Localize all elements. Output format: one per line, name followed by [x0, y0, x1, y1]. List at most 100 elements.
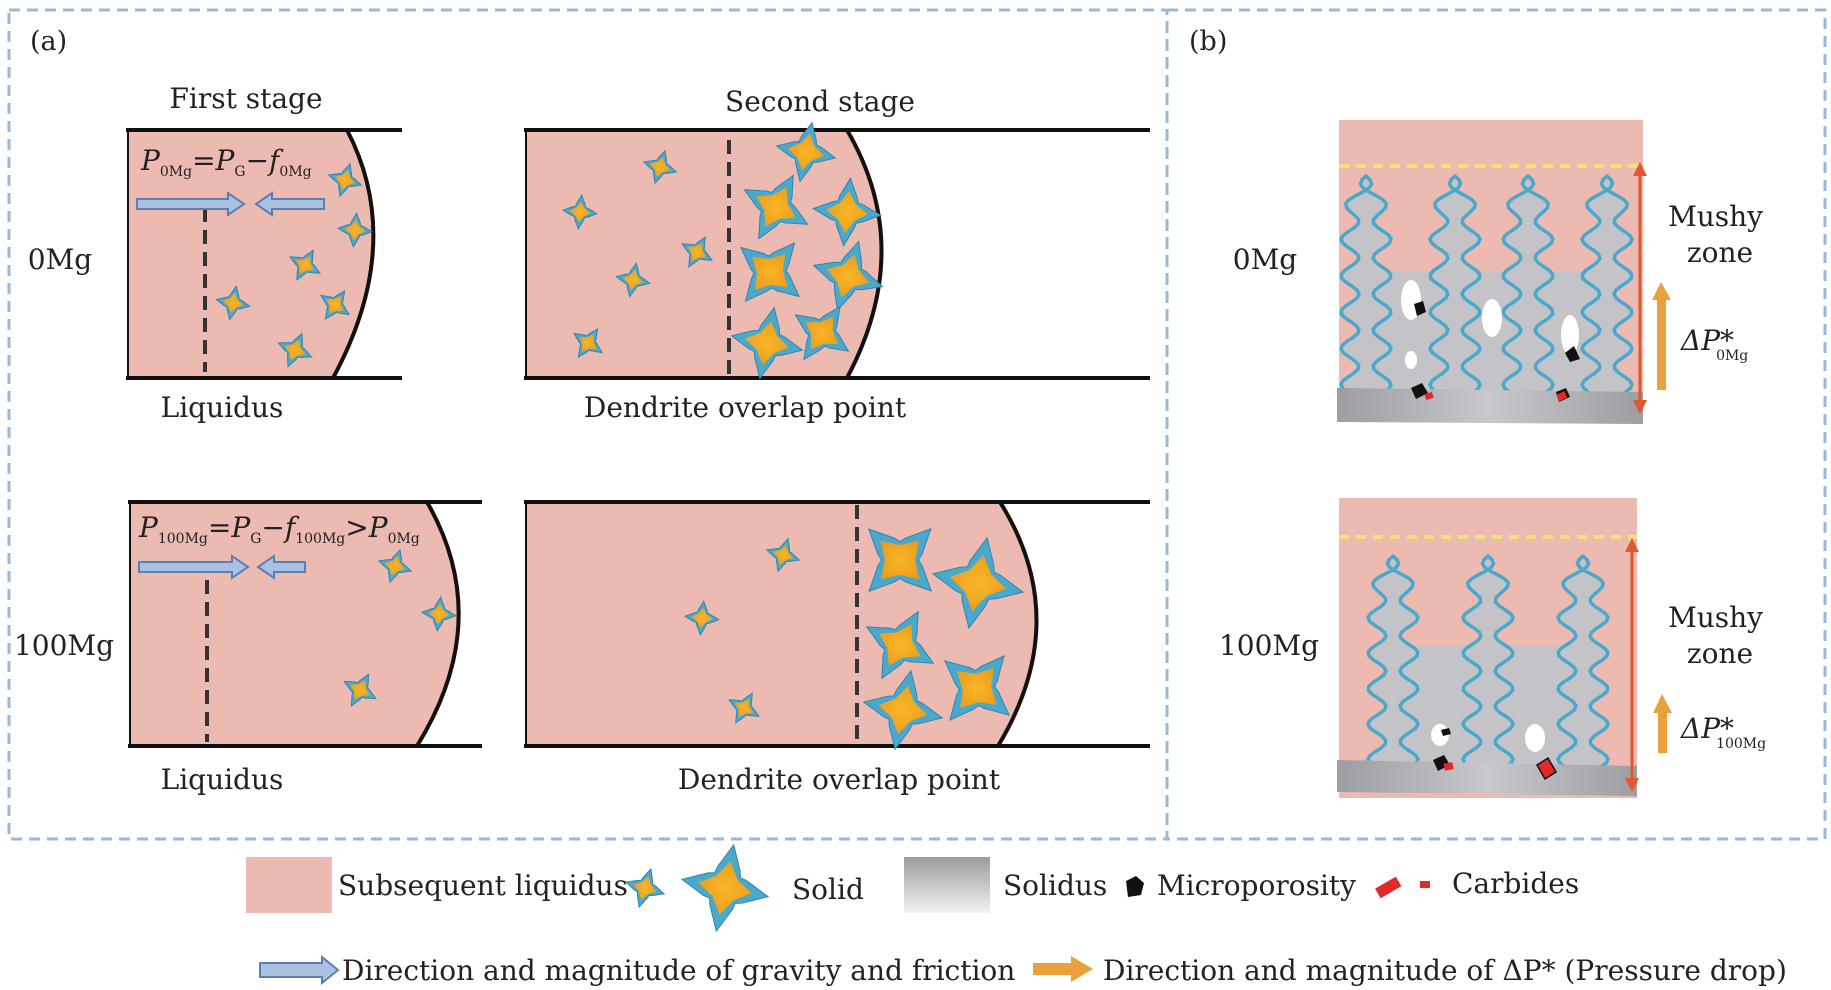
- pressure-drop-arrow-0mg: [1652, 282, 1671, 390]
- dendrite-crystal: [683, 599, 721, 637]
- legend-liquidus-swatch: [246, 857, 332, 913]
- dendrite-crystal: [320, 290, 350, 320]
- flow-front: [331, 129, 376, 379]
- dendrite-crystal: [215, 285, 251, 321]
- dendrite-crystal: [615, 262, 651, 298]
- dendrite-crystal: [420, 595, 458, 633]
- legend-pressure-arrow: [1033, 956, 1093, 982]
- dendrite-crystal: [343, 673, 377, 707]
- flow-front: [845, 128, 884, 379]
- dendrite-crystal: [289, 249, 321, 281]
- legend-liquidus-label: Subsequent liquidus: [338, 869, 628, 902]
- dendrite-crystal: [730, 306, 804, 380]
- solid-columns: [1366, 554, 1610, 788]
- solidus-base: [1337, 388, 1643, 424]
- dendrite-crystal: [812, 240, 884, 312]
- gravity-arrow-right: [138, 554, 250, 580]
- row-label-100mg-b: 100Mg: [1219, 629, 1319, 662]
- dendrite-crystal: [775, 121, 837, 183]
- legend-solid-swatch: [624, 843, 770, 933]
- legend-solidus-label: Solidus: [1003, 869, 1107, 902]
- legend-carbide-icon: [1375, 876, 1402, 899]
- microporosity: [1441, 728, 1451, 736]
- gravity-arrow-right: [136, 191, 246, 217]
- liquid-region: [128, 130, 374, 378]
- dendrite-crystals: [215, 121, 1025, 751]
- shrinkage-void: [1561, 315, 1579, 355]
- channel-100mg-first-stage: P100Mg=PG−f100Mg>P0Mg: [128, 500, 482, 748]
- channel-0mg-first-stage: P0Mg=PG−f0Mg: [126, 128, 402, 380]
- dendrite-crystal: [944, 655, 1010, 721]
- mushy-zone-label-100mg: Mushy zone: [1668, 601, 1772, 670]
- dendrite-crystal: [377, 548, 413, 584]
- legend-gravity-label: Direction and magnitude of gravity and f…: [342, 954, 1015, 987]
- flow-front: [996, 500, 1039, 748]
- panel-b-frame: [1165, 8, 1827, 841]
- legend-solidus-swatch: [904, 857, 990, 913]
- row-label-0mg-b: 0Mg: [1233, 243, 1297, 276]
- dendrite-crystal: [573, 328, 603, 358]
- mushy-zone-extent-arrow-0mg: [1633, 162, 1647, 414]
- pressure-drop-arrow-100mg: [1653, 694, 1672, 753]
- shrinkage-void: [1482, 299, 1502, 337]
- dendrite-crystal: [277, 332, 313, 368]
- panel-a-label: (a): [30, 26, 67, 57]
- liquidus-label-0mg: Liquidus: [161, 391, 284, 424]
- panel-b-label: (b): [1189, 26, 1227, 57]
- dendrite-crystal: [862, 669, 944, 751]
- friction-arrow-left: [256, 554, 306, 580]
- microporosity: [1414, 301, 1426, 316]
- dendrite-crystal: [794, 305, 850, 361]
- dendrite-crystal: [931, 536, 1025, 630]
- pressure-equation-0mg: P0Mg=PG−f0Mg: [140, 144, 312, 180]
- legend-pressure-label: Direction and magnitude of ΔP* (Pressure…: [1103, 954, 1787, 987]
- legend-carbide-icon-small: [1420, 881, 1430, 888]
- dendrite-crystal: [728, 692, 760, 724]
- dendrite-crystal: [680, 843, 770, 933]
- dendrite-crystal: [336, 211, 374, 249]
- dendrite-crystal: [561, 193, 599, 231]
- mushy-zone-extent-arrow-100mg: [1625, 538, 1639, 792]
- mushy-zone-label-0mg: Mushy zone: [1668, 200, 1772, 269]
- mushy-zone-0mg: [1337, 120, 1643, 424]
- flow-front: [415, 501, 461, 748]
- legend-solid-label: Solid: [792, 873, 864, 906]
- overlap-label-100mg: Dendrite overlap point: [678, 763, 1001, 796]
- carbide: [1556, 391, 1568, 402]
- mushy-zone-100mg: [1337, 498, 1637, 798]
- dendrite-crystal: [681, 236, 713, 268]
- microporosity: [1411, 383, 1428, 399]
- microporosity: [1565, 346, 1580, 362]
- legend-microporosity-label: Microporosity: [1157, 869, 1356, 902]
- liquidus-label-100mg: Liquidus: [161, 763, 284, 796]
- dendrite-crystal: [327, 162, 363, 198]
- dendrite-crystal: [740, 242, 800, 302]
- second-stage-title: Second stage: [725, 85, 915, 118]
- carbide: [1443, 762, 1454, 771]
- legend-gravity-arrow: [259, 954, 340, 986]
- legend-carbides-label: Carbides: [1452, 867, 1579, 900]
- legend: Subsequent liquidus Solid Solidus Microp…: [246, 843, 1787, 987]
- pressure-drop-label-0mg: ΔP*0Mg: [1680, 324, 1748, 364]
- dendrite-crystal: [867, 527, 933, 593]
- dendrite-crystal: [765, 537, 801, 573]
- dendrite-crystal: [812, 177, 882, 247]
- dendrite-crystal: [624, 867, 666, 909]
- solidus-base: [1337, 760, 1637, 796]
- first-stage-title: First stage: [169, 82, 322, 115]
- dendrite-crystal: [743, 174, 809, 240]
- carbide: [1535, 756, 1558, 781]
- solid-columns: [1339, 174, 1634, 414]
- legend-microporosity-icon: [1126, 876, 1144, 897]
- pressure-drop-label-100mg: ΔP*100Mg: [1680, 712, 1766, 752]
- dendrite-crystal: [865, 610, 935, 680]
- overlap-label-0mg: Dendrite overlap point: [584, 391, 907, 424]
- carbide: [1424, 391, 1434, 401]
- dendrite-crystal: [642, 149, 678, 185]
- friction-arrow-left: [254, 191, 325, 217]
- shrinkage-void: [1525, 724, 1545, 752]
- shrinkage-void: [1405, 351, 1417, 369]
- row-label-100mg: 100Mg: [14, 629, 114, 662]
- row-label-0mg: 0Mg: [28, 243, 92, 276]
